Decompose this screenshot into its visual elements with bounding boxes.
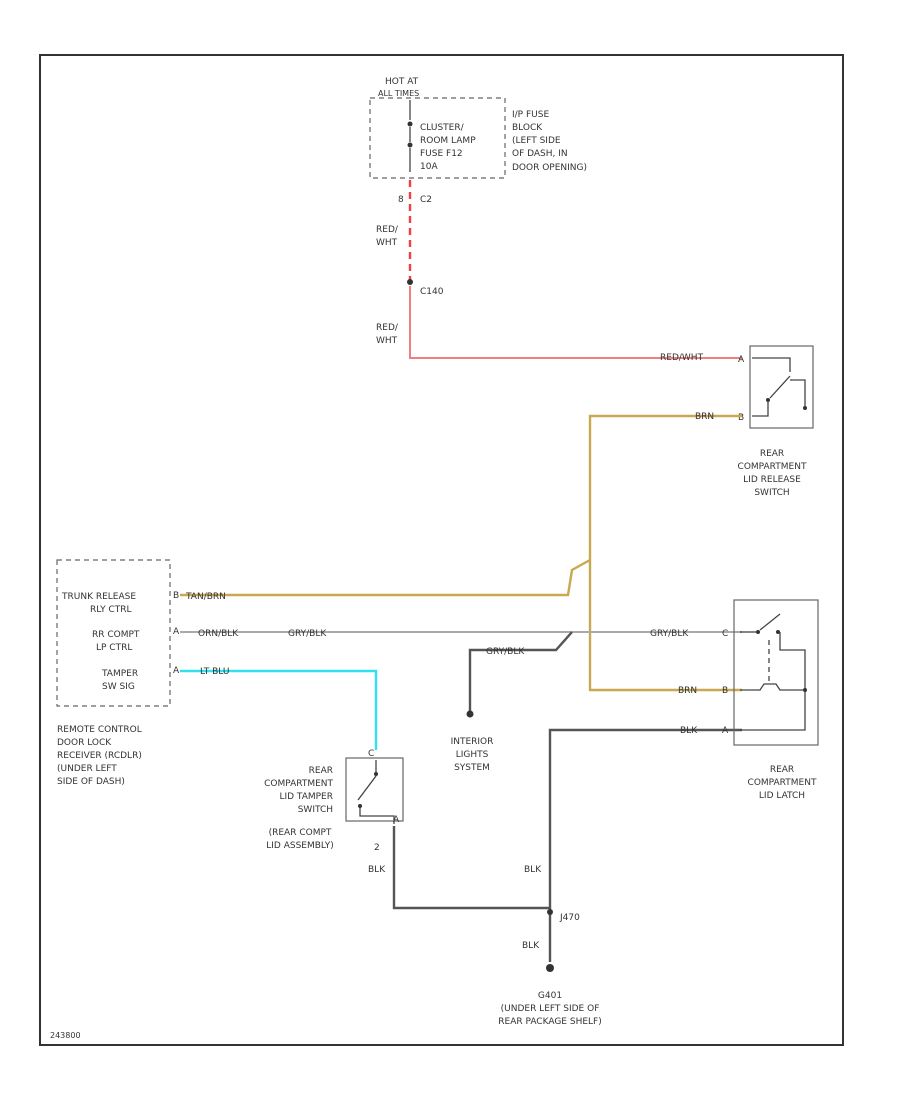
tamper-label-1: REAR — [309, 766, 333, 776]
latch-label-3: LID LATCH — [759, 791, 805, 801]
release-switch-pin-bottom: B — [738, 413, 744, 423]
latch-label-2: COMPARTMENT — [748, 778, 817, 788]
release-switch: A B REAR COMPARTMENT LID RELEASE SWITCH — [738, 345, 814, 498]
wire-label-red-wht-3: RED/WHT — [660, 353, 704, 363]
rcdlr-module: TRUNK RELEASE RLY CTRL RR COMPT LP CTRL … — [56, 559, 180, 787]
interior-label-1: INTERIOR — [451, 737, 494, 747]
fuse-terminal-bottom — [407, 142, 413, 148]
hot-at-label-2: ALL TIMES — [378, 89, 419, 98]
rcdlr-pin-3: A — [173, 666, 180, 676]
wire-label-red-wht-1a: RED/ — [376, 225, 399, 235]
wire-label-brn-latch: BRN — [678, 686, 697, 696]
rcdlr-row3-line1: TAMPER — [101, 669, 138, 679]
fuse-name-line2: ROOM LAMP — [420, 136, 476, 146]
interior-label-2: LIGHTS — [456, 750, 489, 760]
wire-label-red-wht-1b: WHT — [376, 238, 398, 248]
splice-c140 — [407, 279, 413, 285]
wire-brn-top — [588, 414, 742, 692]
wire-tan-brn — [180, 558, 591, 597]
wire-label-blk-vert: BLK — [524, 865, 542, 875]
tamper-label-3: LID TAMPER — [279, 792, 333, 802]
release-switch-label-4: SWITCH — [754, 488, 789, 498]
wire-label-brn-top: BRN — [695, 412, 714, 422]
wire-label-red-wht-2b: WHT — [376, 336, 398, 346]
wire-label-red-wht-2a: RED/ — [376, 323, 399, 333]
tamper-switch-box — [345, 757, 404, 822]
ground-symbol — [546, 964, 554, 972]
latch-pin-b: B — [722, 686, 728, 696]
fuse-location-line2: BLOCK — [512, 123, 543, 133]
fuse-block: HOT AT ALL TIMES CLUSTER/ ROOM LAMP FUSE… — [369, 77, 587, 205]
wire-red-wht-solid — [409, 286, 742, 359]
ground-location-1: (UNDER LEFT SIDE OF — [501, 1004, 600, 1014]
wire-label-lt-blu: LT BLU — [200, 667, 229, 677]
interior-label-3: SYSTEM — [454, 763, 490, 773]
tamper-pin-top: C — [368, 749, 374, 759]
tamper-label-2: COMPARTMENT — [264, 779, 333, 789]
release-switch-label-1: REAR — [760, 449, 784, 459]
splice-j470 — [547, 909, 553, 915]
wire-label-gry-blk-3: GRY/BLK — [650, 629, 689, 639]
diagram-frame — [39, 54, 844, 1046]
hot-at-label: HOT AT — [385, 77, 419, 87]
fuse-location-line5: DOOR OPENING) — [512, 163, 587, 173]
rcdlr-outline — [56, 559, 171, 707]
tamper-pin-bottom: A — [393, 815, 400, 825]
fuse-location-line3: (LEFT SIDE — [512, 136, 561, 146]
tamper-assembly-2: LID ASSEMBLY) — [266, 841, 334, 851]
splice-j470-label: J470 — [559, 913, 580, 923]
wire-blk-latch — [548, 728, 742, 962]
wire-label-blk-ground: BLK — [522, 941, 540, 951]
fuse-name-line1: CLUSTER/ — [420, 123, 465, 133]
rcdlr-row3-line2: SW SIG — [102, 682, 135, 692]
rcdlr-label-3: RECEIVER (RCDLR) — [57, 751, 142, 761]
wire-label-blk-latch: BLK — [680, 726, 698, 736]
wire-label-blk-tamper: BLK — [368, 865, 386, 875]
fuse-terminal-top — [407, 121, 413, 127]
fuse-location-line4: OF DASH, IN — [512, 149, 568, 159]
ground-name: G401 — [538, 991, 562, 1001]
wire-label-gry-blk-1: GRY/BLK — [288, 629, 327, 639]
lid-latch: C B A REAR COMPARTMENT LID LATCH — [722, 599, 819, 801]
fuse-pin-right: C2 — [420, 195, 432, 205]
release-switch-pin-top: A — [738, 355, 745, 365]
fuse-pin-left: 8 — [398, 195, 404, 205]
rcdlr-label-4: (UNDER LEFT — [57, 764, 117, 774]
latch-label-1: REAR — [770, 765, 794, 775]
rcdlr-pin-1: B — [173, 591, 179, 601]
interior-lights-arrow — [466, 710, 474, 718]
ground-location-2: REAR PACKAGE SHELF) — [498, 1017, 601, 1027]
wire-lt-blu — [180, 669, 378, 750]
tamper-assembly-1: (REAR COMPT — [269, 828, 332, 838]
rcdlr-row2-line1: RR COMPT — [92, 630, 140, 640]
tamper-switch: C A REAR COMPARTMENT LID TAMPER SWITCH (… — [264, 749, 404, 853]
release-switch-label-3: LID RELEASE — [743, 475, 801, 485]
lid-latch-box — [733, 599, 819, 746]
wire-gry-blk-interior — [468, 631, 573, 712]
footer-code: 243800 — [50, 1031, 81, 1040]
wire-label-tan-brn: TAN/BRN — [185, 592, 226, 602]
rcdlr-row2-line2: LP CTRL — [96, 643, 132, 653]
latch-pin-c: C — [722, 629, 728, 639]
splice-c140-label: C140 — [420, 287, 444, 297]
wire-label-orn-blk: ORN/BLK — [198, 629, 239, 639]
rcdlr-pin-2: A — [173, 627, 180, 637]
rcdlr-label-2: DOOR LOCK — [57, 738, 112, 748]
tamper-pin-num: 2 — [374, 843, 380, 853]
wire-blk-tamper — [392, 826, 550, 910]
fuse-block-outline — [369, 97, 506, 179]
fuse-location-line1: I/P FUSE — [512, 110, 549, 120]
latch-pin-a: A — [722, 726, 729, 736]
rcdlr-label-5: SIDE OF DASH) — [57, 777, 125, 787]
release-switch-label-2: COMPARTMENT — [738, 462, 807, 472]
tamper-label-4: SWITCH — [298, 805, 333, 815]
rcdlr-row1-line2: RLY CTRL — [90, 605, 131, 615]
fuse-name-line3: FUSE F12 — [420, 149, 463, 159]
rcdlr-row1-line1: TRUNK RELEASE — [61, 592, 136, 602]
rcdlr-label-1: REMOTE CONTROL — [57, 725, 142, 735]
wire-label-gry-blk-2: GRY/BLK — [486, 647, 525, 657]
fuse-name-line4: 10A — [420, 162, 438, 172]
release-switch-box — [749, 345, 814, 429]
